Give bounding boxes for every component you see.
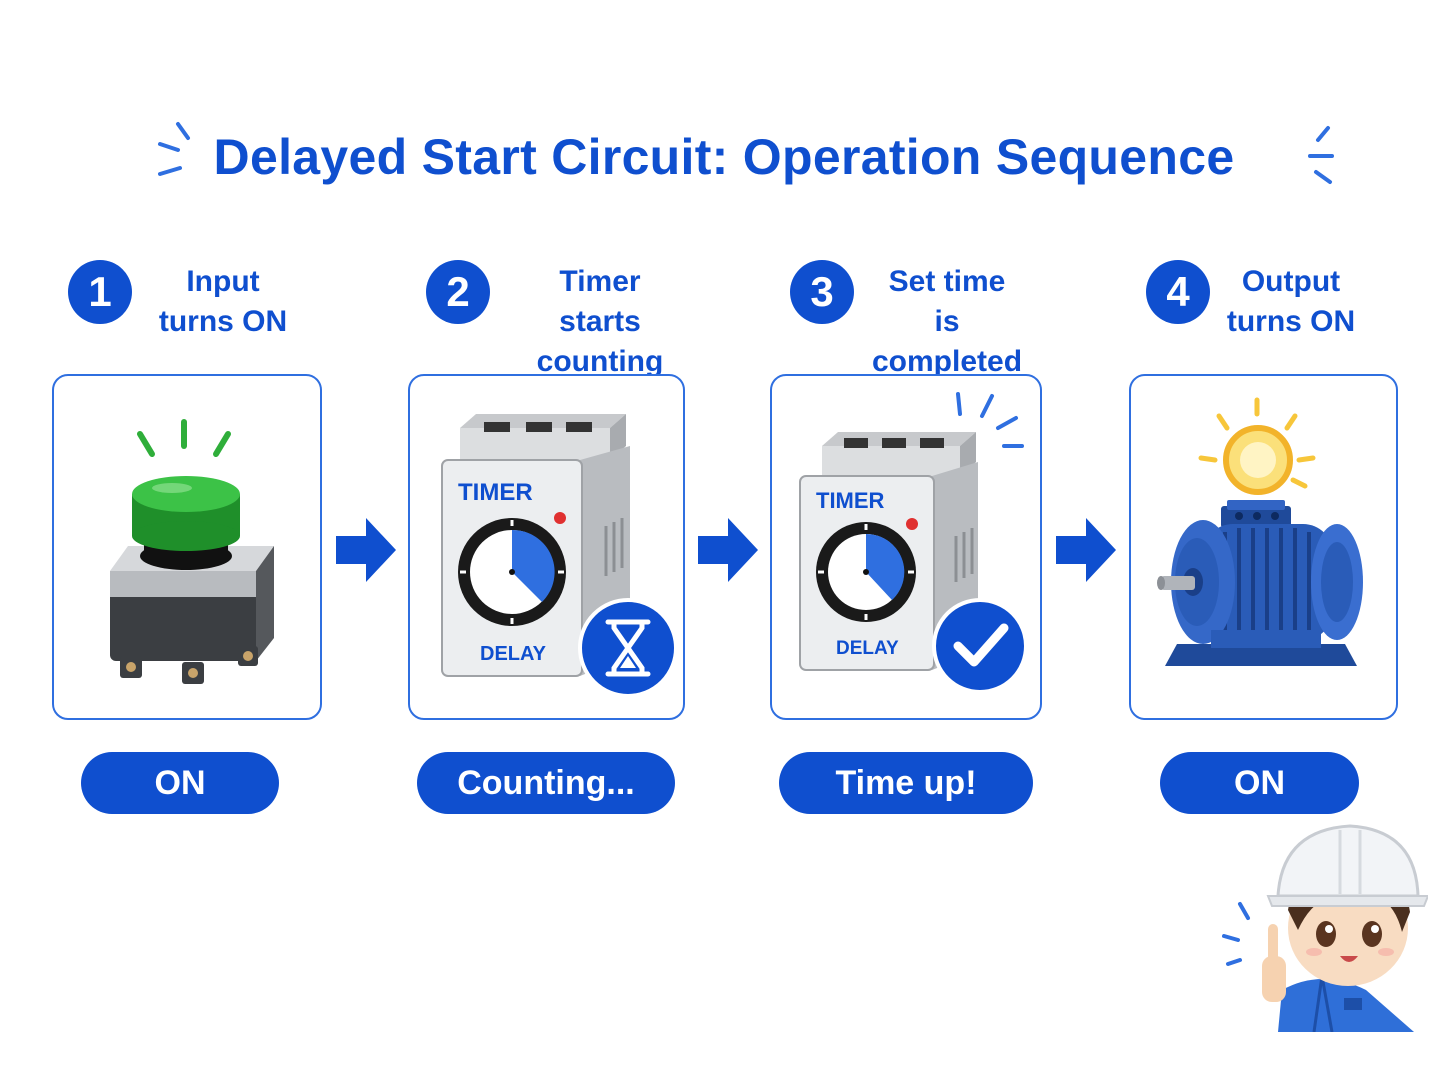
timer-face-text-complete: TIMER (816, 488, 885, 513)
push-button-icon (110, 419, 274, 684)
step-1-status: ON (81, 752, 279, 814)
arrow-3-icon (1056, 518, 1116, 582)
timer-face-text: TIMER (458, 479, 533, 506)
title-burst-right-icon (1308, 126, 1334, 184)
step-2-header: 2 Timer starts counting (426, 256, 726, 378)
step-2-panel: TIMER DELAY (408, 374, 685, 720)
timer-relay-icon: TIMER DELAY (441, 414, 678, 698)
title-burst-left-icon (158, 122, 190, 176)
step-1-panel (52, 374, 322, 720)
timer-bottom-text: DELAY (480, 643, 547, 665)
step-4-header: 4 Output turns ON (1146, 256, 1396, 346)
timer-bottom-text-complete: DELAY (836, 638, 899, 659)
step-3-label: Set time is completed (871, 265, 1023, 378)
step-2-status: Counting... (417, 752, 675, 814)
checkmark-icon (953, 623, 1009, 667)
step-4-label: Output turns ON (1226, 265, 1356, 338)
step-2-label: Timer starts counting (536, 265, 664, 378)
arrow-2-icon (698, 518, 758, 582)
step-4-panel (1129, 374, 1398, 720)
step-1-label: Input turns ON (158, 265, 288, 338)
hourglass-icon (605, 619, 651, 677)
timer-relay-complete-icon: TIMER DELAY (799, 392, 1028, 694)
step-3-number: 3 (790, 260, 854, 324)
motor-icon (1157, 397, 1363, 666)
step-4-number: 4 (1146, 260, 1210, 324)
step-1-number: 1 (68, 260, 132, 324)
step-1-header: 1 Input turns ON (68, 256, 328, 346)
step-3-status: Time up! (779, 752, 1033, 814)
light-icon (1198, 397, 1316, 495)
arrow-1-icon (336, 518, 396, 582)
step-2-number: 2 (426, 260, 490, 324)
page-title: Delayed Start Circuit: Operation Sequenc… (213, 129, 1235, 185)
step-3-panel: TIMER DELAY (770, 374, 1042, 720)
step-3-header: 3 Set time is completed (790, 256, 1080, 378)
step-4-status: ON (1160, 752, 1359, 814)
engineer-mascot-icon (1222, 824, 1428, 1032)
